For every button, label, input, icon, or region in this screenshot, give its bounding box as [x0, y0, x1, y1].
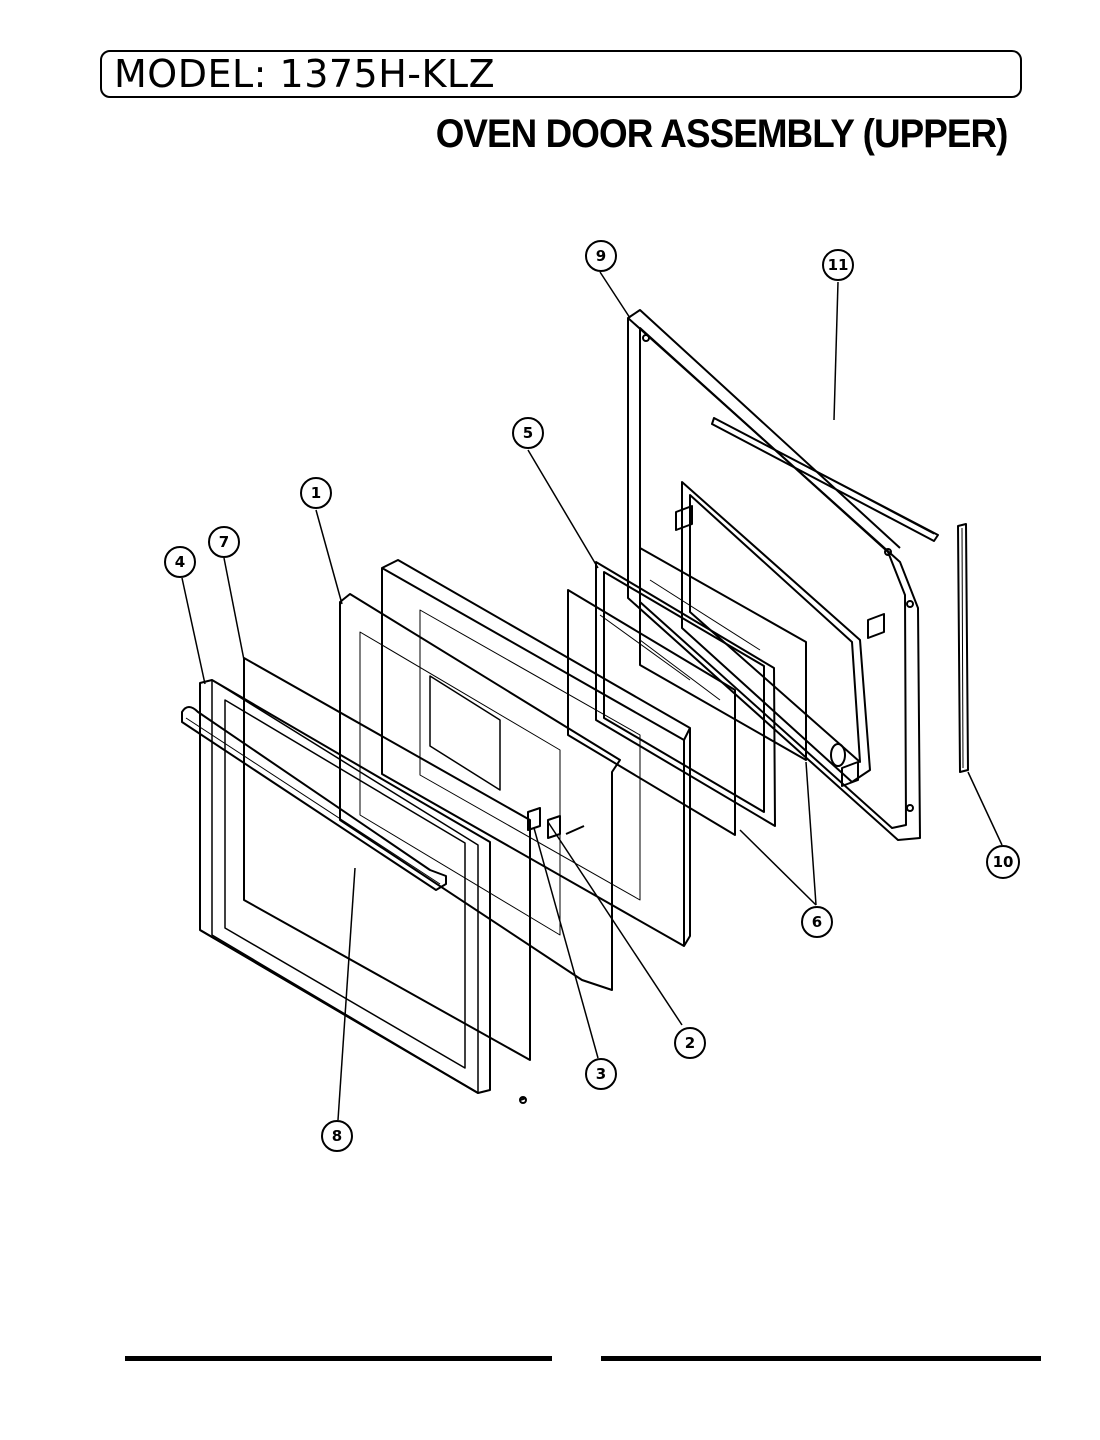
part-insulation-block [381, 559, 691, 947]
callout-11-label: 11 [828, 256, 849, 274]
callout-4-label: 4 [175, 553, 185, 571]
diagram-title: OVEN DOOR ASSEMBLY (UPPER) [436, 112, 1009, 156]
model-banner: MODEL: 1375H-KLZ [100, 50, 1022, 98]
callout-1-label: 1 [311, 484, 321, 502]
part-insulation-sheet [243, 657, 531, 1061]
callout-8-label: 8 [332, 1127, 342, 1145]
part-inner-door-panel [627, 309, 921, 841]
callout-2: 2 [674, 1027, 706, 1059]
part-door-liner [339, 593, 621, 991]
callout-3-label: 3 [596, 1065, 606, 1083]
part-top-trim [711, 417, 939, 542]
callouts: 9 11 5 1 7 4 1 [164, 240, 1020, 1152]
part-glass-panes [567, 547, 807, 836]
part-side-trim [957, 523, 969, 773]
callout-9-label: 9 [596, 247, 606, 265]
callout-8: 8 [321, 1120, 353, 1152]
footer-rules [125, 1356, 1041, 1361]
callout-3: 3 [585, 1058, 617, 1090]
model-label: MODEL: 1375H-KLZ [114, 52, 496, 96]
callout-10: 10 [986, 845, 1020, 879]
part-outer-door-frame [199, 679, 491, 1094]
footer-rule-right [601, 1356, 1041, 1361]
leader-lines [181, 271, 1003, 1121]
callout-10-label: 10 [993, 853, 1014, 871]
part-clips [519, 807, 585, 1104]
part-door-handle [181, 706, 447, 891]
callout-6-label: 6 [812, 913, 822, 931]
footer-rule-left [125, 1356, 552, 1361]
callout-5: 5 [512, 417, 544, 449]
callout-7-label: 7 [219, 533, 229, 551]
callout-6: 6 [801, 906, 833, 938]
callout-9: 9 [585, 240, 617, 272]
callout-11: 11 [822, 249, 854, 281]
callout-7: 7 [208, 526, 240, 558]
callout-5-label: 5 [523, 424, 533, 442]
callout-2-label: 2 [685, 1034, 695, 1052]
part-glass-frame [595, 561, 776, 827]
callout-1: 1 [300, 477, 332, 509]
callout-4: 4 [164, 546, 196, 578]
